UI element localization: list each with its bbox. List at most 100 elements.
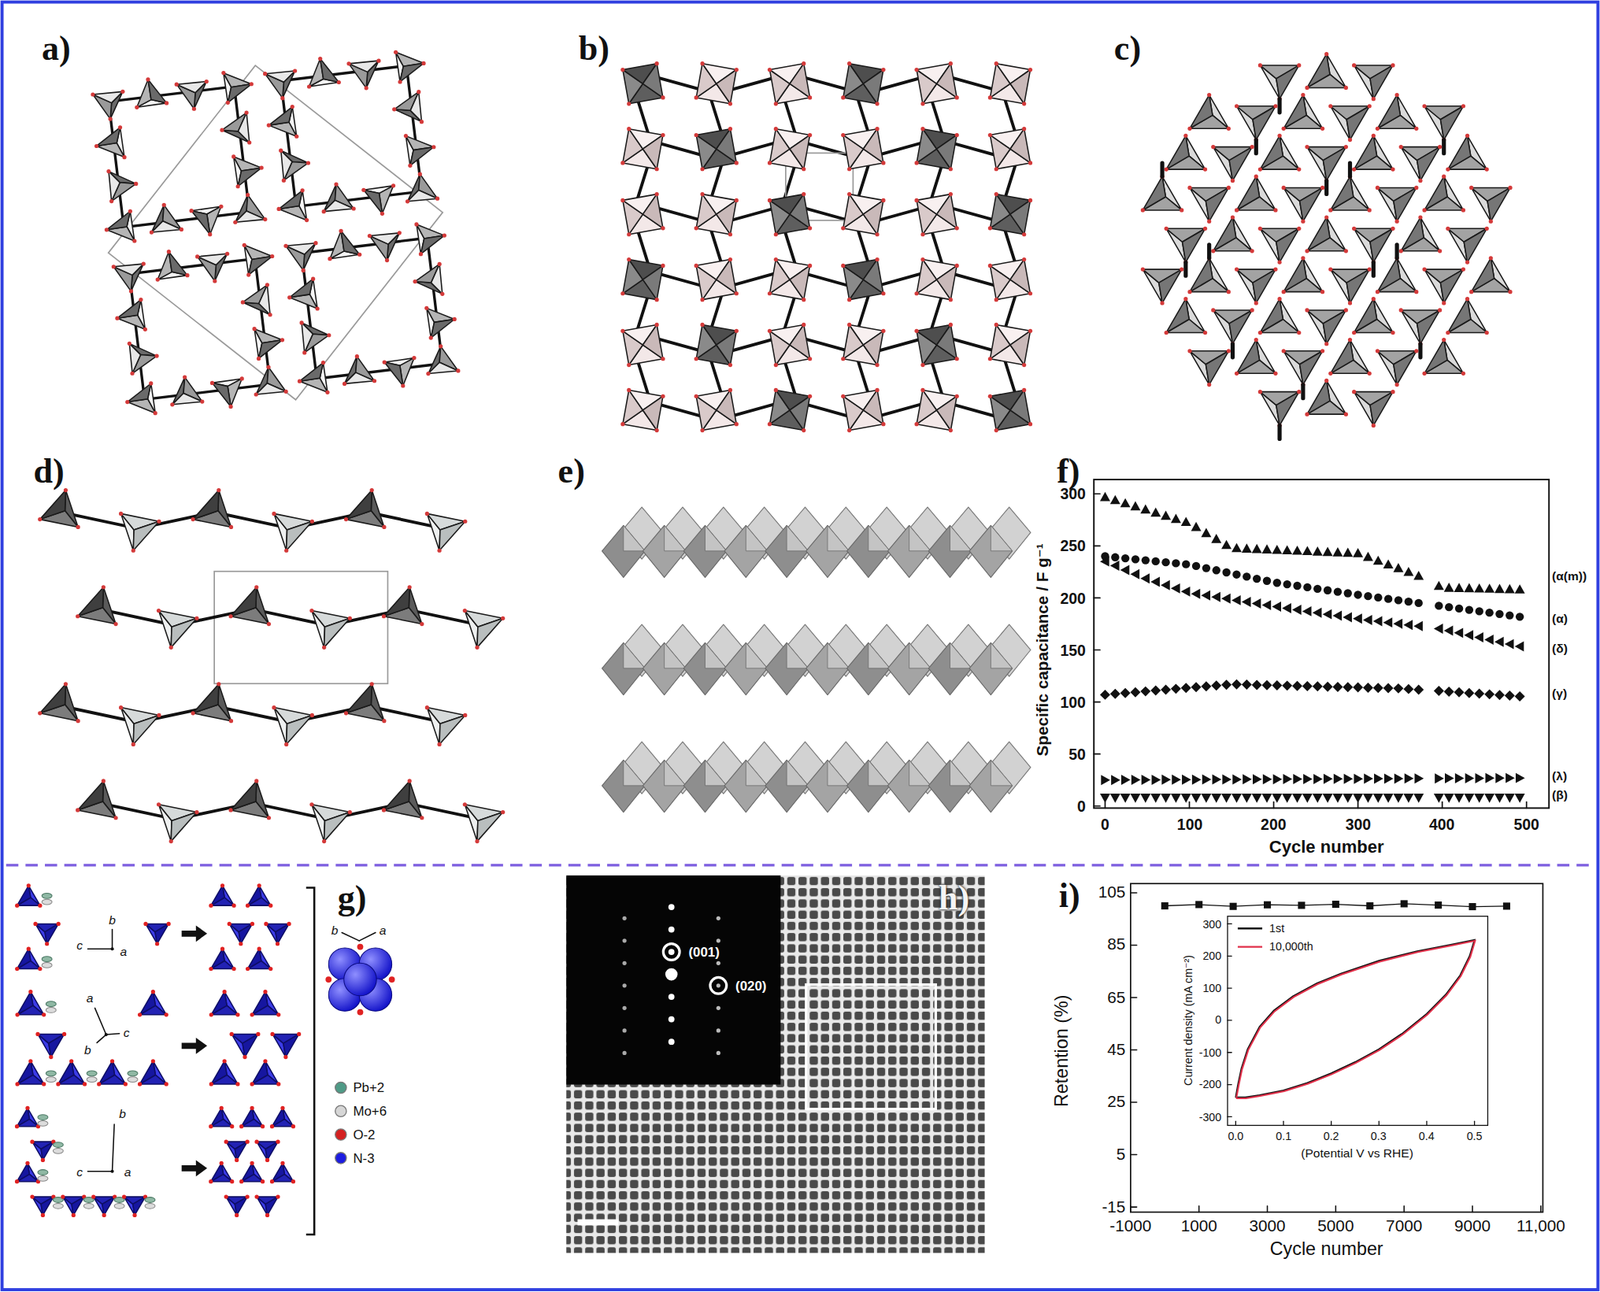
oxygen-atom (222, 989, 227, 994)
oxygen-atom (233, 220, 238, 225)
oxygen-atom (266, 622, 271, 626)
oxygen-atom (283, 244, 288, 249)
oxygen-atom (1203, 226, 1208, 231)
oxygen-atom (1441, 174, 1446, 179)
bracket (306, 887, 315, 1235)
bond-stub (1230, 344, 1235, 358)
oxygen-atom (222, 1059, 227, 1063)
oxygen-atom (275, 941, 280, 946)
oxygen-atom (1371, 296, 1376, 301)
oxygen-atom (1183, 133, 1188, 138)
tick-mark (1227, 1116, 1232, 1118)
oxygen-atom (1234, 103, 1239, 108)
oxygen-atom (35, 1032, 40, 1037)
oxygen-atom (988, 225, 993, 230)
data-marker (1403, 566, 1414, 577)
oxygen-atom (1351, 167, 1356, 172)
tick-label: 0.1 (1275, 1131, 1292, 1143)
diffraction-spot (716, 1028, 721, 1033)
oxygen-atom (1395, 92, 1400, 97)
lead-ion (86, 1070, 97, 1077)
oxygen-atom (265, 1158, 270, 1163)
oxygen-atom (351, 206, 356, 211)
plot-frame (1130, 883, 1544, 1212)
oxygen-atom (452, 317, 457, 322)
oxygen-atom (63, 681, 68, 686)
data-marker (1241, 679, 1252, 690)
oxygen-atom (1422, 267, 1426, 272)
oxygen-atom (170, 402, 175, 407)
panel-label: i) (1059, 878, 1081, 914)
oxygen-atom (90, 92, 95, 97)
data-marker (1323, 586, 1332, 595)
polyhedron-face (384, 362, 404, 386)
oxygen-atom (1258, 330, 1263, 335)
oxygen-atom (209, 1081, 214, 1086)
oxygen-atom (1348, 137, 1352, 142)
oxygen-atom (734, 422, 739, 426)
framework-wall (129, 274, 145, 400)
oxygen-atom (277, 207, 282, 212)
oxygen-atom (655, 322, 660, 327)
legend-text: Pb+2 (352, 1081, 385, 1095)
slab-face (664, 642, 686, 668)
oxygen-atom (41, 1081, 46, 1086)
data-marker (1110, 688, 1121, 700)
oxygen-atom (948, 192, 953, 197)
polyhedron-face (251, 1061, 268, 1085)
axis-letter: b (108, 914, 116, 927)
oxygen-atom (840, 95, 845, 100)
data-marker (1433, 581, 1445, 591)
data-marker (1221, 679, 1232, 690)
data-marker (1444, 773, 1455, 784)
oxygen-atom (153, 411, 158, 415)
data-marker (1212, 566, 1221, 575)
molybdenum-ion (45, 1007, 56, 1014)
oxygen-atom (1250, 307, 1255, 312)
diffraction-spot (668, 926, 675, 934)
data-marker (1433, 685, 1445, 697)
oxygen-atom (874, 362, 879, 367)
oxygen-atom (109, 199, 114, 204)
data-marker (1332, 547, 1343, 557)
polyhedron-face (323, 200, 354, 212)
polyhedron-face (17, 885, 31, 906)
data-marker (1332, 793, 1343, 804)
polyhedron-face (237, 167, 262, 187)
polyhedron-face (299, 362, 323, 382)
oxygen-atom (1211, 144, 1215, 149)
oxygen-atom (287, 295, 292, 300)
oxygen-atom (185, 273, 189, 278)
polyhedron-face (400, 62, 424, 82)
tick-mark (1425, 1121, 1427, 1126)
oxygen-atom (700, 322, 704, 327)
bond-stub (1371, 262, 1376, 276)
oxygen-atom (407, 163, 412, 168)
axis-letter: b (118, 1107, 126, 1121)
data-marker (1251, 544, 1263, 554)
polyhedron-face (1237, 176, 1260, 211)
data-marker (1495, 773, 1505, 784)
oxygen-atom (694, 225, 699, 230)
bond-stub (1324, 180, 1329, 194)
oxygen-atom (437, 742, 441, 747)
polyhedron-face (1283, 258, 1307, 293)
oxygen-atom (700, 61, 704, 66)
oxygen-atom (1324, 341, 1329, 346)
oxygen-atom (1296, 62, 1301, 67)
oxygen-atom (149, 229, 154, 234)
oxygen-atom (1226, 289, 1231, 294)
oxygen-atom (620, 160, 625, 165)
oxygen-atom (209, 1012, 214, 1017)
oxygen-atom (807, 133, 812, 138)
axis-letter: c (123, 1026, 130, 1040)
data-marker (1297, 901, 1305, 909)
oxygen-atom (25, 1106, 30, 1111)
oxygen-atom (162, 203, 167, 208)
data-marker (1504, 793, 1515, 804)
polyhedron-face (430, 318, 455, 338)
polyhedron-face (1377, 95, 1400, 130)
data-marker (1394, 596, 1403, 604)
oxygen-atom (1461, 267, 1466, 272)
